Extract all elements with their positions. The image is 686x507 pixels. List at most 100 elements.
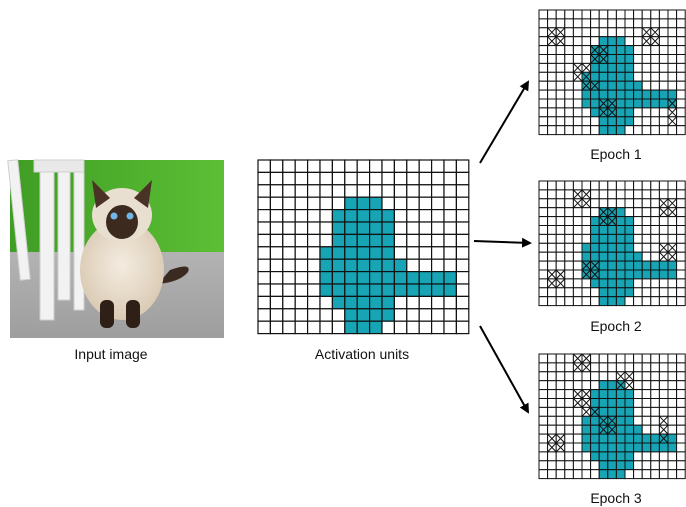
active-unit [624, 251, 635, 262]
inactive-unit [257, 184, 271, 198]
active-unit [369, 271, 383, 285]
inactive-unit [633, 353, 643, 364]
inactive-unit [307, 184, 321, 198]
inactive-unit [538, 116, 549, 127]
inactive-unit [381, 320, 395, 335]
inactive-unit [650, 406, 660, 417]
active-unit [581, 89, 592, 100]
inactive-unit [547, 362, 557, 373]
inactive-unit [406, 295, 420, 310]
inactive-unit [443, 258, 457, 273]
inactive-unit [431, 320, 445, 335]
active-unit [615, 415, 626, 426]
inactive-unit [547, 460, 557, 471]
inactive-unit [431, 209, 445, 223]
active-unit [581, 415, 592, 426]
inactive-unit [564, 296, 574, 307]
active-unit [598, 406, 609, 417]
inactive-unit [538, 18, 549, 29]
inactive-unit [607, 353, 617, 364]
active-unit [624, 116, 635, 127]
active-unit [624, 216, 635, 227]
inactive-unit [658, 216, 669, 227]
inactive-unit [455, 283, 470, 297]
active-unit [615, 469, 626, 480]
inactive-unit [667, 225, 678, 235]
active-unit [624, 287, 635, 298]
inactive-unit [676, 107, 686, 118]
dropped-unit-mark [581, 80, 591, 91]
dropped-unit-mark [547, 36, 557, 46]
inactive-unit [356, 184, 371, 198]
inactive-unit [581, 451, 592, 462]
inactive-unit [633, 216, 643, 227]
inactive-unit [538, 180, 549, 191]
active-unit [633, 260, 643, 271]
inactive-unit [667, 287, 678, 298]
epoch-3-grid [538, 353, 686, 480]
inactive-unit [564, 89, 574, 100]
inactive-unit [319, 209, 333, 223]
active-unit [624, 433, 635, 444]
inactive-unit [547, 251, 557, 262]
inactive-unit [393, 209, 408, 223]
inactive-unit [547, 9, 557, 20]
inactive-unit [624, 198, 635, 209]
inactive-unit [538, 442, 549, 453]
inactive-unit [572, 371, 583, 382]
inactive-unit [294, 283, 309, 297]
inactive-unit [667, 216, 678, 227]
active-unit [658, 89, 669, 100]
active-unit [615, 89, 626, 100]
inactive-unit [641, 9, 652, 20]
inactive-unit [555, 296, 566, 307]
inactive-unit [590, 460, 600, 471]
active-unit [356, 295, 371, 310]
dropped-unit-mark [581, 260, 591, 271]
inactive-unit [257, 271, 271, 285]
inactive-unit [581, 216, 592, 227]
inactive-unit [572, 80, 583, 91]
dropped-unit-mark [555, 27, 566, 38]
inactive-unit [443, 233, 457, 248]
inactive-unit [547, 80, 557, 91]
inactive-unit [307, 271, 321, 285]
dropped-unit-mark [581, 71, 591, 82]
inactive-unit [676, 125, 686, 136]
active-unit [624, 398, 635, 408]
active-unit [633, 89, 643, 100]
inactive-unit [624, 125, 635, 136]
inactive-unit [443, 184, 457, 198]
inactive-unit [641, 71, 652, 82]
active-unit [590, 433, 600, 444]
active-unit [624, 451, 635, 462]
input-image-label: Input image [74, 346, 148, 362]
inactive-unit [455, 221, 470, 235]
inactive-unit [572, 116, 583, 127]
inactive-unit [590, 353, 600, 364]
inactive-unit [393, 308, 408, 322]
inactive-unit [418, 320, 433, 335]
inactive-unit [624, 18, 635, 29]
active-unit [641, 260, 652, 271]
inactive-unit [658, 225, 669, 235]
inactive-unit [564, 216, 574, 227]
inactive-unit [650, 107, 660, 118]
inactive-unit [418, 159, 433, 173]
inactive-unit [294, 184, 309, 198]
inactive-unit [572, 242, 583, 253]
inactive-unit [294, 320, 309, 335]
active-unit [598, 125, 609, 136]
inactive-unit [547, 296, 557, 307]
active-unit [356, 283, 371, 297]
active-unit [624, 45, 635, 55]
dropped-unit-mark [607, 424, 617, 435]
inactive-unit [307, 221, 321, 235]
active-unit [590, 98, 600, 109]
dropped-unit-mark [667, 107, 677, 118]
dropped-unit-mark [667, 207, 677, 217]
active-unit [607, 62, 617, 73]
inactive-unit [547, 353, 557, 364]
inactive-unit [633, 380, 643, 391]
dropped-unit-mark [590, 260, 600, 271]
